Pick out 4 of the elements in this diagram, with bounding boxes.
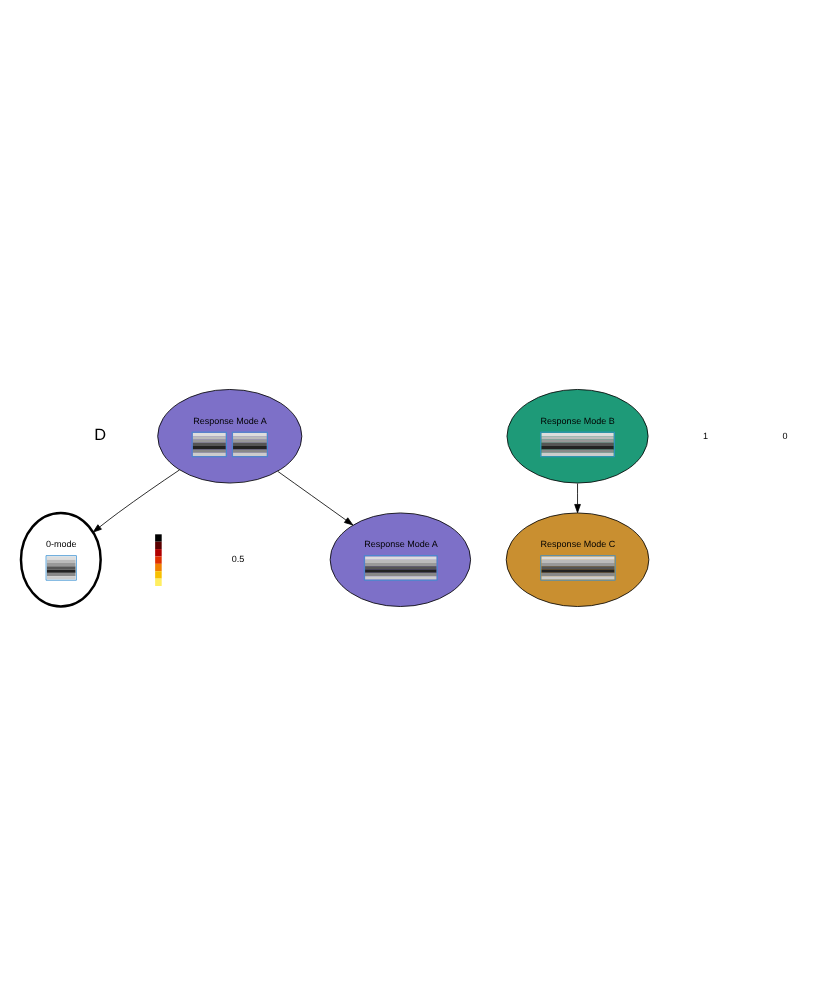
arrow (92, 468, 180, 532)
arrow (277, 469, 354, 525)
arrow (574, 482, 581, 513)
label: D (94, 425, 107, 444)
